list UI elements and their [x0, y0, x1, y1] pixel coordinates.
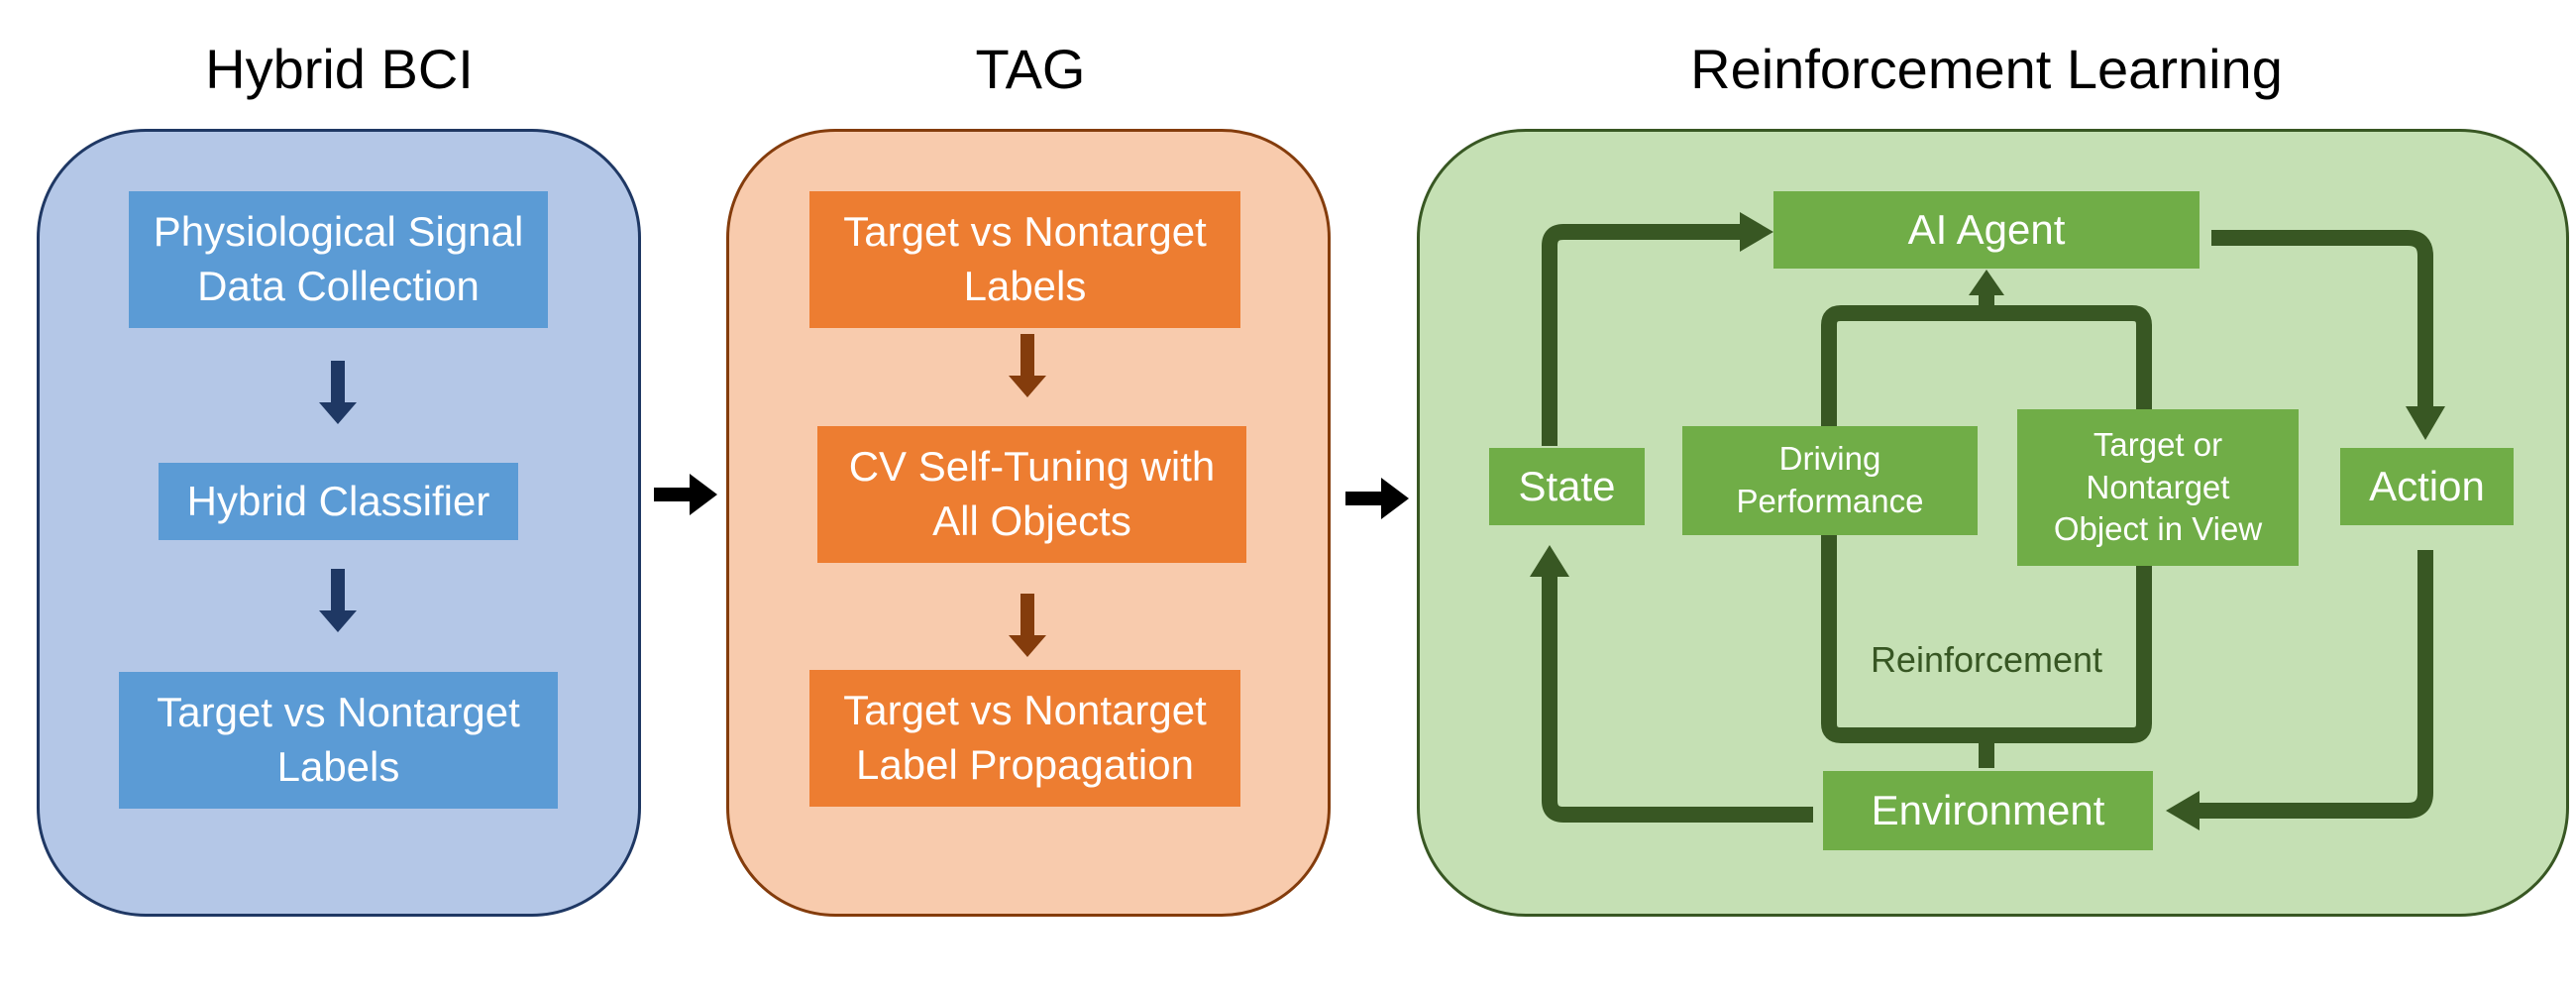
- environment-to-state-connector: [1542, 575, 1813, 823]
- title-reinforcement-learning: Reinforcement Learning: [1690, 38, 2283, 100]
- agent-to-action-connector: [2211, 230, 2433, 408]
- box-label: Physiological Signal Data Collection: [153, 208, 524, 309]
- title-tag: TAG: [975, 38, 1086, 100]
- arrowhead-icon: [1969, 270, 2004, 295]
- box-cv-self-tuning: CV Self-Tuning with All Objects: [817, 426, 1246, 563]
- box-label: Hybrid Classifier: [186, 477, 490, 524]
- arrow-down-icon: [319, 361, 357, 424]
- arrowhead-icon: [2406, 406, 2445, 440]
- box-label: AI Agent: [1907, 205, 2066, 253]
- arrow-down-icon: [1009, 334, 1046, 397]
- box-tag-labels: Target vs Nontarget Labels: [809, 191, 1240, 328]
- arrow-right-icon: [1345, 478, 1409, 519]
- box-target-object: Target or Nontarget Object in View: [2017, 409, 2299, 566]
- arrow-right-icon: [654, 474, 717, 515]
- box-label-propagation: Target vs Nontarget Label Propagation: [809, 670, 1240, 807]
- box-physiological-signal: Physiological Signal Data Collection: [129, 191, 548, 328]
- box-label: Environment: [1871, 786, 2105, 833]
- box-driving-performance: Driving Performance: [1682, 426, 1978, 535]
- arrow-down-icon: [319, 569, 357, 632]
- box-label: Target vs Nontarget Labels: [157, 689, 520, 790]
- box-hybrid-classifier: Hybrid Classifier: [159, 463, 518, 540]
- box-environment: Environment: [1823, 771, 2153, 850]
- state-to-agent-connector: [1542, 224, 1742, 446]
- box-label: Driving Performance: [1736, 440, 1924, 519]
- box-state: State: [1489, 448, 1645, 525]
- box-action: Action: [2340, 448, 2514, 525]
- box-label: Target vs Nontarget Labels: [843, 208, 1207, 309]
- box-ai-agent: AI Agent: [1773, 191, 2200, 269]
- box-label: CV Self-Tuning with All Objects: [848, 443, 1216, 544]
- arrowhead-icon: [2166, 791, 2200, 830]
- arrowhead-icon: [1530, 545, 1569, 577]
- action-to-environment-connector: [2198, 550, 2433, 819]
- reinforcement-label: Reinforcement: [1870, 639, 2103, 680]
- box-label: Target vs Nontarget Label Propagation: [843, 687, 1207, 788]
- title-hybrid-bci: Hybrid BCI: [205, 38, 474, 100]
- box-bci-labels: Target vs Nontarget Labels: [119, 672, 558, 809]
- box-label: Action: [2369, 462, 2485, 509]
- box-label: State: [1518, 462, 1616, 509]
- arrow-down-icon: [1009, 594, 1046, 657]
- arrowhead-icon: [1740, 212, 1773, 252]
- box-label: Target or Nontarget Object in View: [2053, 425, 2263, 548]
